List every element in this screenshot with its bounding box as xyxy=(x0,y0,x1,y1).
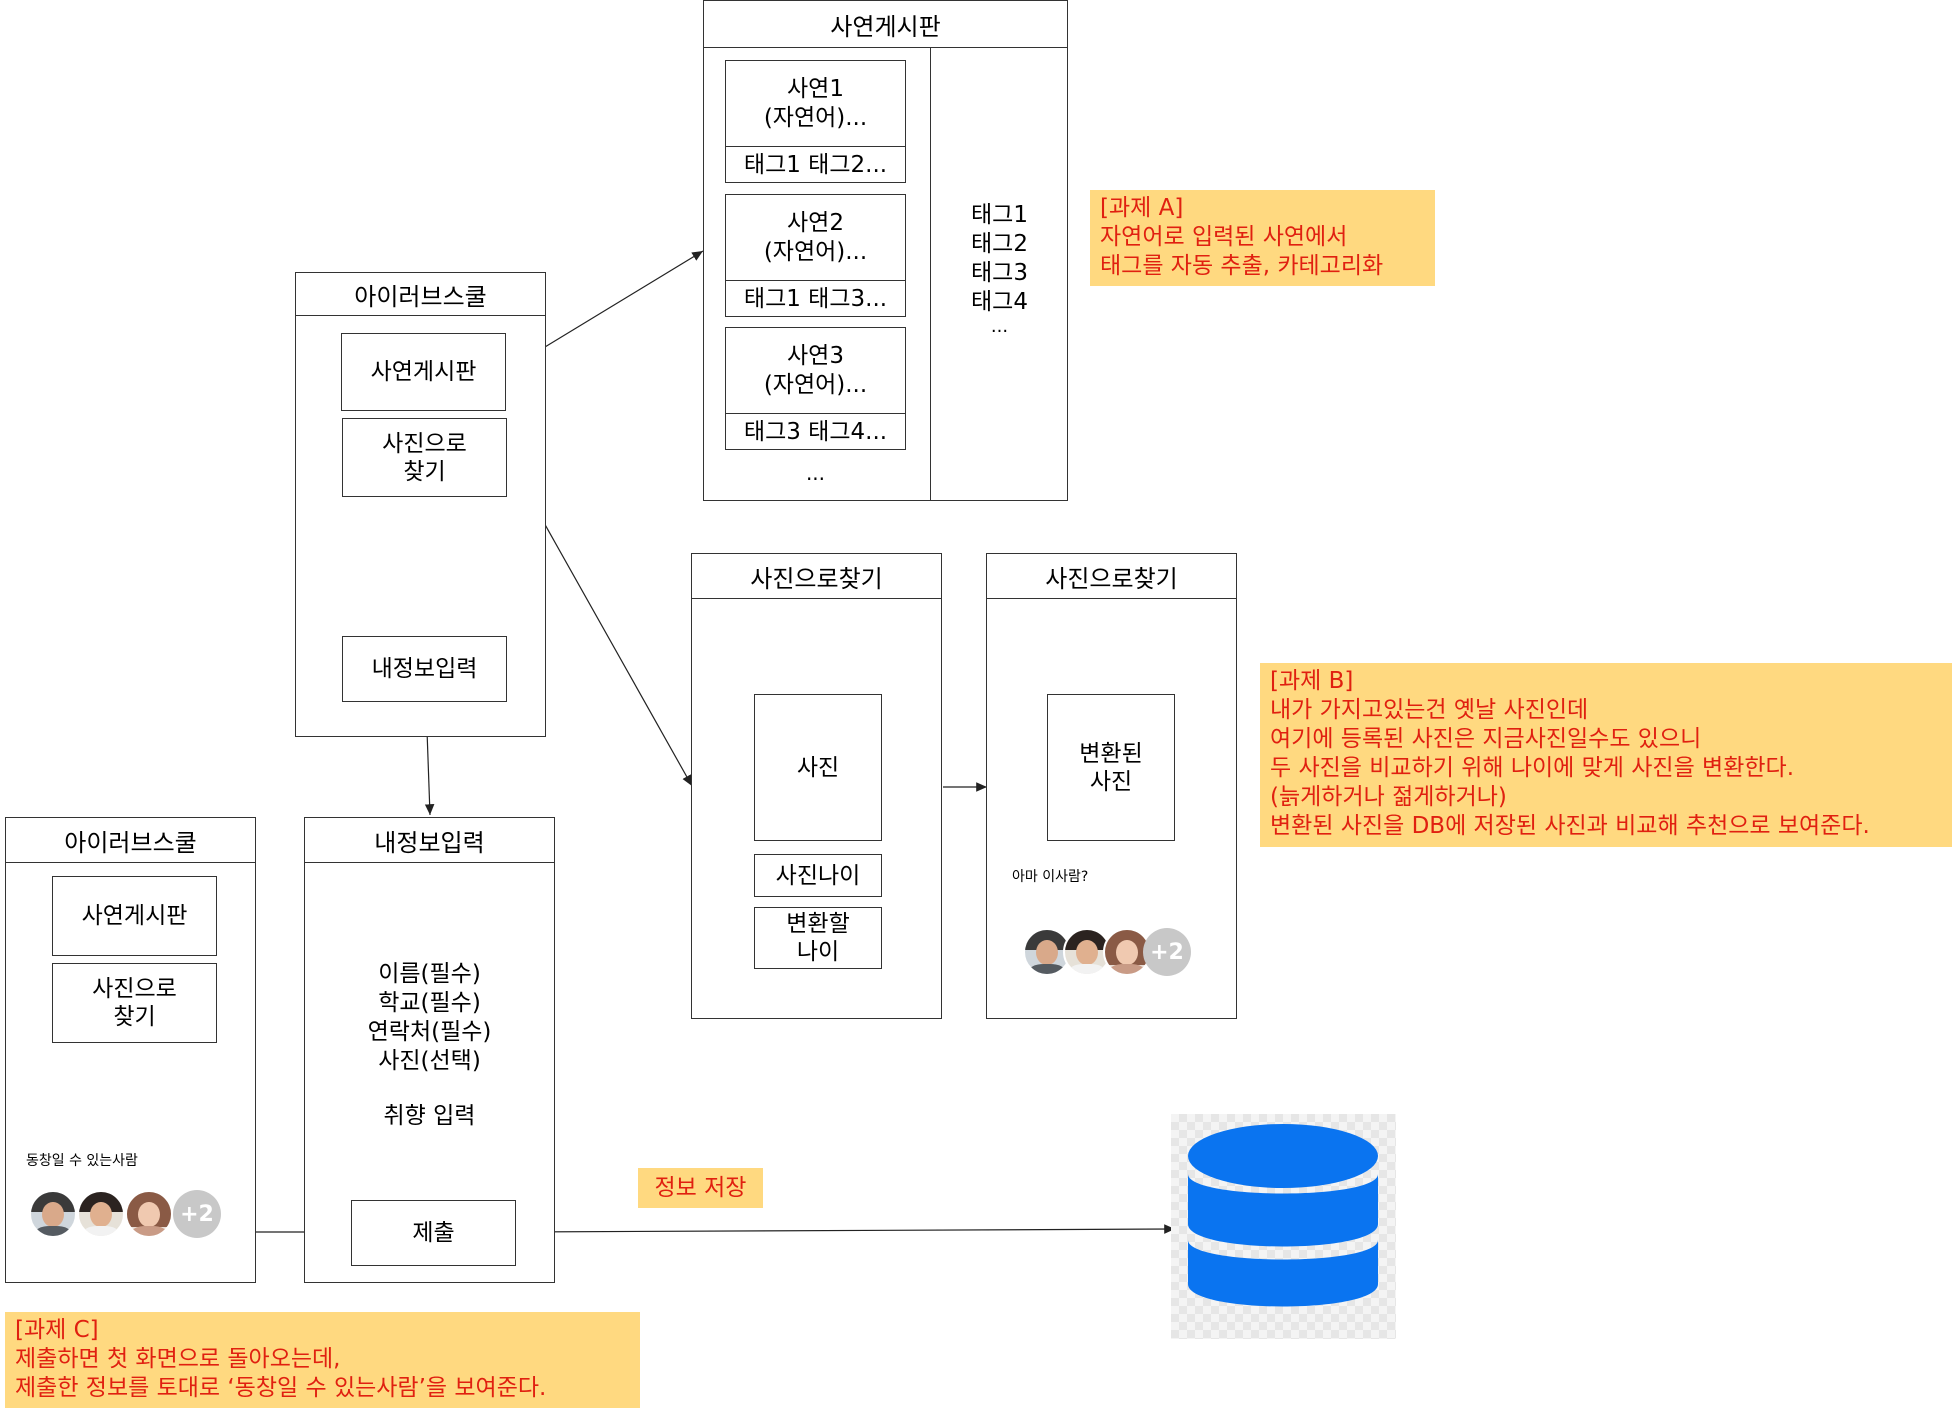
save-info-text: 정보 저장 xyxy=(654,1174,747,1201)
more-people-badge[interactable]: +2 xyxy=(173,1190,221,1238)
field-label: 나이 xyxy=(796,939,840,965)
menu-photo-search-button[interactable]: 사진으로 찾기 xyxy=(342,418,507,497)
button-label: 찾기 xyxy=(113,1004,156,1030)
man-avatar-icon[interactable] xyxy=(29,1190,77,1238)
note-line: 제출하면 첫 화면으로 돌아오는데, xyxy=(15,1346,341,1372)
photo-result-screen: 사진으로찾기 변환된 사진 아마 이사람? +2 xyxy=(986,553,1237,1019)
story-post-3[interactable]: 사연3 (자연어)... 태그3 태그4... xyxy=(725,327,906,450)
photo-search-screen: 사진으로찾기 사진 사진나이 변환할 나이 xyxy=(691,553,942,1019)
home-after-screen: 아이러브스쿨 사연게시판 사진으로 찾기 동창일 수 있는사람 +2 xyxy=(5,817,256,1283)
save-info-label: 정보 저장 xyxy=(638,1168,763,1208)
myinfo-fields: 이름(필수) 학교(필수) 연락처(필수) 사진(선택) xyxy=(305,960,554,1076)
tag-item[interactable]: 태그1 xyxy=(971,202,1028,228)
woman-avatar-icon[interactable] xyxy=(125,1190,173,1238)
post-tags-text: 태그1 태그3... xyxy=(743,285,888,312)
photo-search-title: 사진으로찾기 xyxy=(692,554,941,599)
story-more: ... xyxy=(805,461,826,485)
button-label: 제출 xyxy=(412,1220,455,1246)
note-line: [과제 C] xyxy=(15,1317,99,1343)
photo-result-title: 사진으로찾기 xyxy=(987,554,1236,599)
note-line: 두 사진을 비교하기 위해 나이에 맞게 사진을 변환한다. xyxy=(1270,755,1795,781)
field-photo[interactable]: 사진(선택) xyxy=(378,1048,481,1074)
photo-label: 사진 xyxy=(1089,768,1133,795)
submit-button[interactable]: 제출 xyxy=(351,1200,516,1266)
post-title: 사연1 xyxy=(787,76,844,102)
field-label: 사진나이 xyxy=(775,862,861,889)
story-board-screen: 사연게시판 사연1 (자연어)... 태그1 태그2... 사연2 (자연어).… xyxy=(703,0,1068,501)
note-line: 제출한 정보를 토대로 ‘동창일 수 있는사람’을 보여준다. xyxy=(15,1375,547,1401)
menu-photo-search-button[interactable]: 사진으로 찾기 xyxy=(52,963,217,1043)
photo-label: 변환된 xyxy=(1079,740,1143,767)
database-cylinder xyxy=(1188,1124,1378,1307)
man-avatar-icon[interactable] xyxy=(1063,928,1111,976)
post-tags: 태그1 태그3... xyxy=(726,280,905,317)
main-screen-title: 아이러브스쿨 xyxy=(296,273,545,316)
main-screen: 아이러브스쿨 사연게시판 사진으로 찾기 내정보입력 xyxy=(295,272,546,737)
button-label: 찾기 xyxy=(403,458,446,485)
tag-item[interactable]: 태그2 xyxy=(971,231,1028,257)
preference-input[interactable]: 취향 입력 xyxy=(383,1103,476,1129)
note-task-a: [과제 A] 자연어로 입력된 사연에서 태그를 자동 추출, 카테고리화 xyxy=(1090,190,1435,286)
menu-story-board-button[interactable]: 사연게시판 xyxy=(52,876,217,956)
photo-upload-box[interactable]: 사진 xyxy=(754,694,882,841)
tag-item[interactable]: 태그3 xyxy=(971,260,1028,286)
arrow-submit-to-db xyxy=(515,1224,1176,1234)
note-line: [과제 A] xyxy=(1100,195,1184,221)
story-board-title: 사연게시판 xyxy=(704,1,1067,48)
tag-item[interactable]: 태그4 xyxy=(971,289,1028,315)
photo-age-field[interactable]: 사진나이 xyxy=(754,854,882,897)
note-task-c: [과제 C] 제출하면 첫 화면으로 돌아오는데, 제출한 정보를 토대로 ‘동… xyxy=(5,1312,640,1408)
note-line: (늙게하거나 젊게하거나) xyxy=(1270,784,1507,810)
tag-list: 태그1 태그2 태그3 태그4 ... xyxy=(930,201,1069,337)
tag-more: ... xyxy=(990,316,1009,337)
menu-myinfo-button[interactable]: 내정보입력 xyxy=(342,636,507,702)
database-icon xyxy=(1171,1114,1396,1339)
note-line: 여기에 등록된 사진은 지금사진일수도 있으니 xyxy=(1270,726,1702,752)
myinfo-title: 내정보입력 xyxy=(305,818,554,863)
suggested-people[interactable]: +2 xyxy=(1023,928,1223,984)
story-board-divider xyxy=(930,47,931,501)
more-people-badge[interactable]: +2 xyxy=(1143,928,1191,976)
button-label: 내정보입력 xyxy=(371,656,478,682)
target-age-field[interactable]: 변환할 나이 xyxy=(754,907,882,969)
post-title: 사연3 xyxy=(787,343,844,369)
story-post-1[interactable]: 사연1 (자연어)... 태그1 태그2... xyxy=(725,60,906,183)
post-body: (자연어)... xyxy=(763,239,868,265)
field-contact[interactable]: 연락처(필수) xyxy=(367,1019,492,1045)
field-label: 변환할 xyxy=(786,911,850,937)
button-label: 사진으로 xyxy=(92,976,177,1002)
note-line: 변환된 사진을 DB에 저장된 사진과 비교해 추천으로 보여준다. xyxy=(1270,813,1870,839)
myinfo-screen: 내정보입력 이름(필수) 학교(필수) 연락처(필수) 사진(선택) 취향 입력… xyxy=(304,817,555,1283)
post-tags: 태그3 태그4... xyxy=(726,413,905,450)
classmate-suggestions[interactable]: +2 xyxy=(29,1190,229,1246)
post-tags: 태그1 태그2... xyxy=(726,146,905,183)
field-name[interactable]: 이름(필수) xyxy=(378,961,481,987)
button-label: 사연게시판 xyxy=(81,903,188,929)
photo-label: 사진 xyxy=(796,754,840,781)
post-title: 사연2 xyxy=(787,210,844,236)
home-after-title: 아이러브스쿨 xyxy=(6,818,255,863)
button-label: 사연게시판 xyxy=(370,359,477,385)
post-body: (자연어)... xyxy=(763,372,868,398)
classmates-label: 동창일 수 있는사람 xyxy=(26,1153,138,1169)
note-task-b: [과제 B] 내가 가지고있는건 옛날 사진인데 여기에 등록된 사진은 지금사… xyxy=(1260,663,1952,847)
man-avatar-icon[interactable] xyxy=(77,1190,125,1238)
note-line: [과제 B] xyxy=(1270,668,1354,694)
story-post-2[interactable]: 사연2 (자연어)... 태그1 태그3... xyxy=(725,194,906,317)
button-label: 사진으로 xyxy=(382,430,467,457)
converted-photo-box: 변환된 사진 xyxy=(1047,694,1175,841)
maybe-label: 아마 이사람? xyxy=(1012,869,1089,885)
post-body: (자연어)... xyxy=(763,105,868,131)
menu-story-board-button[interactable]: 사연게시판 xyxy=(341,333,506,411)
field-school[interactable]: 학교(필수) xyxy=(378,990,481,1016)
note-line: 자연어로 입력된 사연에서 xyxy=(1100,224,1348,250)
post-tags-text: 태그3 태그4... xyxy=(743,418,888,445)
note-line: 태그를 자동 추출, 카테고리화 xyxy=(1100,253,1384,279)
note-line: 내가 가지고있는건 옛날 사진인데 xyxy=(1270,697,1589,723)
post-tags-text: 태그1 태그2... xyxy=(743,151,888,178)
